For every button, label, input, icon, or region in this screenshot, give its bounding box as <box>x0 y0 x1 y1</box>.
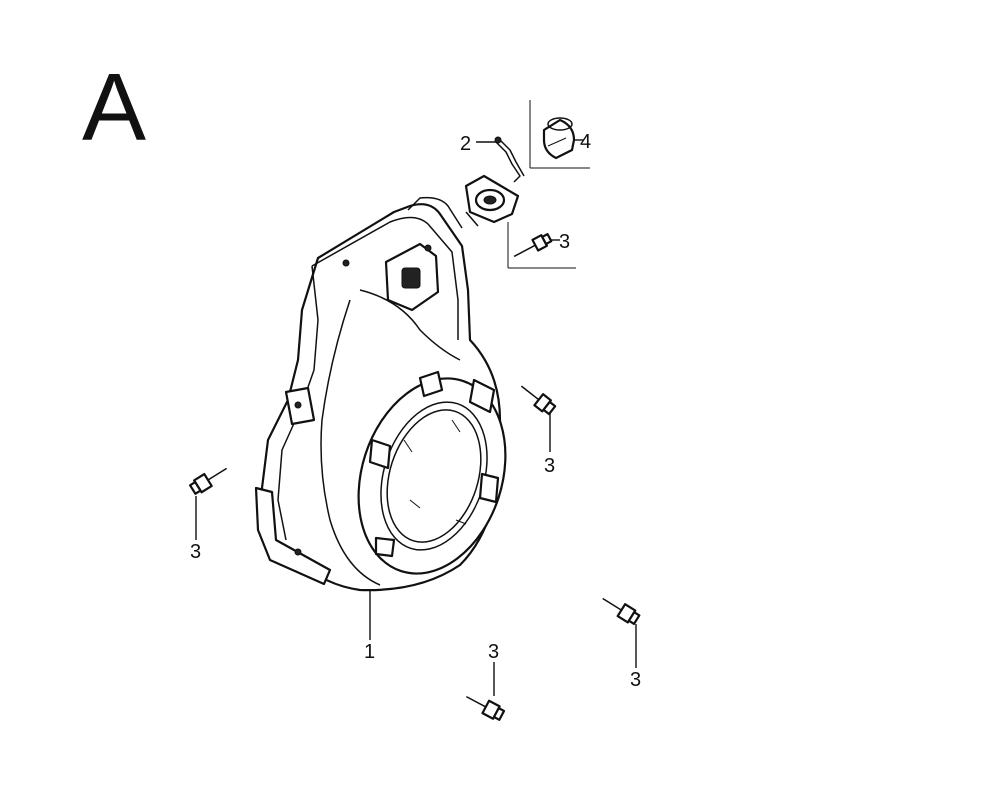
cap <box>542 117 576 160</box>
flange-bolt <box>513 233 553 258</box>
flange-bolt <box>465 695 506 721</box>
callout-3-right-lower: 3 <box>630 669 641 691</box>
callout-3-left: 3 <box>190 541 201 563</box>
screw-bracket-lines <box>507 222 576 269</box>
callout-4: 4 <box>580 131 591 153</box>
mounting-bracket <box>464 174 520 227</box>
callout-2: 2 <box>460 133 471 155</box>
callout-3-cap-screw: 3 <box>559 231 570 253</box>
cap-bracket-lines <box>529 100 590 169</box>
callout-1: 1 <box>364 641 375 663</box>
callout-3-bottom: 3 <box>488 641 499 663</box>
callout-3-right-upper: 3 <box>544 455 555 477</box>
section-letter: A <box>82 54 146 161</box>
spring-clip <box>494 136 525 183</box>
flange-bolt <box>602 597 641 625</box>
flange-bolt <box>520 385 557 416</box>
leader-lines <box>195 139 637 696</box>
flange-bolt <box>188 467 228 495</box>
fan-housing <box>254 196 507 592</box>
